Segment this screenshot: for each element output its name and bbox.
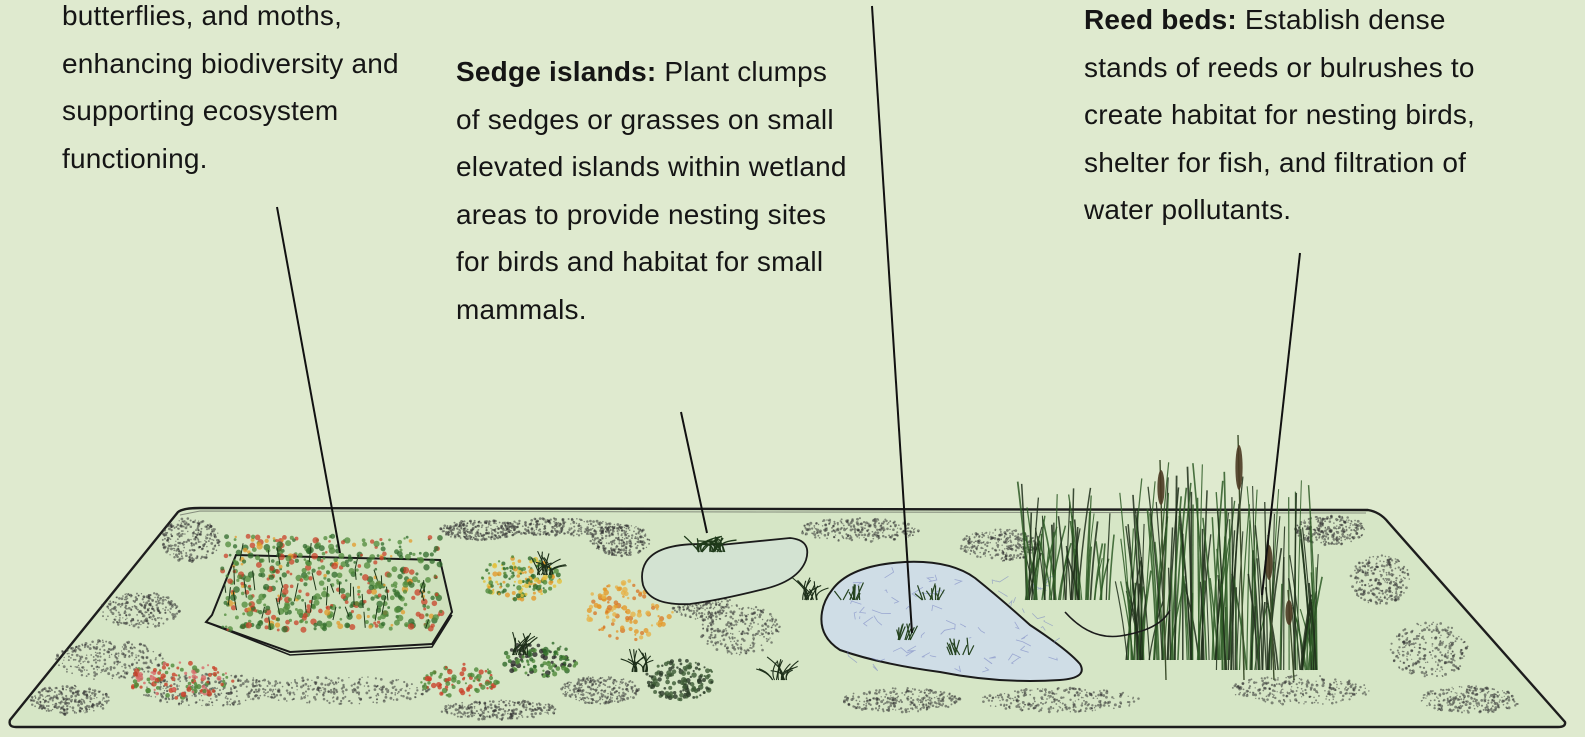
- pollinator-leader-line: [277, 207, 340, 553]
